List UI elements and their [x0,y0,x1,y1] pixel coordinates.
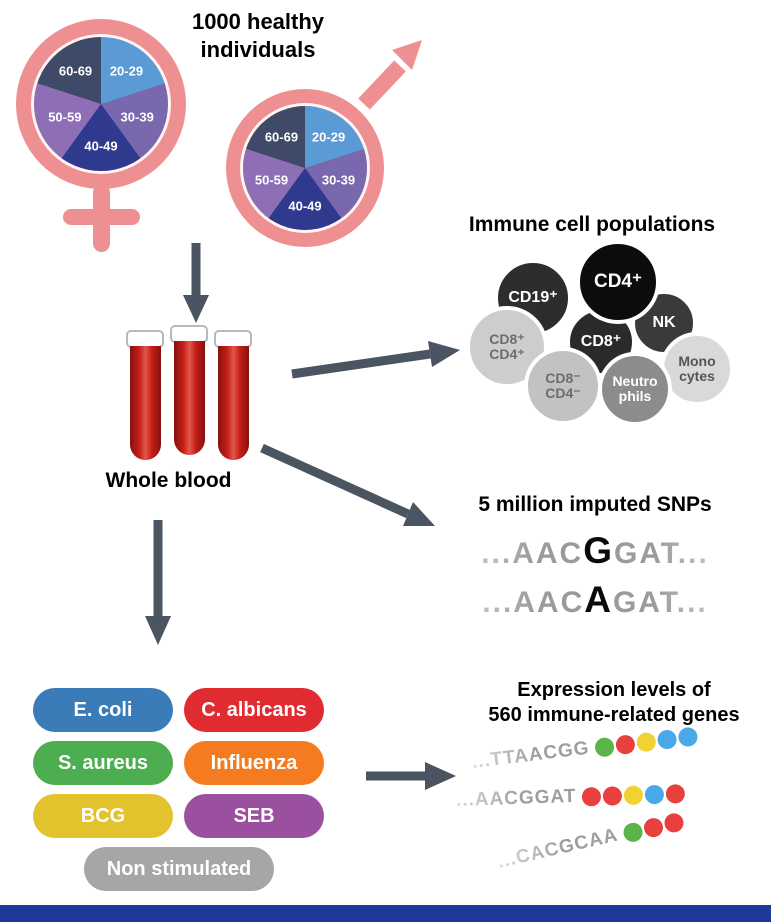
expression-title-line2: 560 immune-related genes [488,704,740,726]
expression-bead [656,728,678,750]
expression-title: Expression levels of 560 immune-related … [459,678,769,728]
female-symbol-ring: 20-29 30-39 40-49 50-59 60-69 [16,19,186,189]
pie-label-40-49: 40-49 [288,198,322,214]
snps-title: 5 million imputed SNPs [478,493,712,516]
cell-label: Mono [678,352,716,369]
expression-bead [635,730,658,753]
pie-label-50-59: 50-59 [48,109,82,125]
cell-label: NK [652,314,676,332]
stimulus-bcg: BCG [33,794,173,838]
blood-tube [126,330,164,468]
stimulus-influenza: Influenza [184,741,324,785]
whole-blood-label: Whole blood [105,469,232,492]
snp-sequence-alt: ...AACAGAT... [482,579,708,620]
expression-bead [603,785,623,806]
gene-sequence: ...TTAACGG [470,737,591,773]
cell-label: CD8⁻ [545,369,581,386]
expression-bead [582,786,602,807]
male-symbol-ring: 20-29 30-39 40-49 50-59 60-69 [226,89,384,247]
stimulus-saureus: S. aureus [33,741,173,785]
immune-cell-cd8neg-cd4neg: CD8⁻CD4⁻ [524,347,602,425]
female-age-pie-chart: 20-29 30-39 40-49 50-59 60-69 [34,37,168,171]
expression-bead [645,784,665,804]
expression-bead [677,725,699,748]
male-age-pie-chart: 20-29 30-39 40-49 50-59 60-69 [243,106,367,230]
arrow-blood-to-snps [256,443,456,549]
cell-label: CD4⁺ [489,346,525,362]
cell-label: CD8⁺ [489,330,525,347]
immune-cell-cd4: CD4⁺ [576,240,660,324]
snp-sequences: ...AACGGAT... ...AACAGAT... [430,528,760,626]
expression-bead [594,736,616,758]
blood-tube [170,325,208,463]
expression-bead [624,784,644,805]
gene-expression-row: ...TTAACGG [471,724,699,774]
stimulus-label: BCG [80,804,126,827]
gene-sequence: ...AACGGAT [455,785,577,811]
blood-tube [214,330,252,468]
female-symbol-crossbar [63,209,140,225]
cell-label: phils [618,388,652,404]
expression-title-line1: Expression levels of [517,679,711,701]
gene-expression-row: ...CACGCAA [496,810,686,874]
arrow-cohort-to-blood [180,243,212,330]
stimulus-label: SEB [233,804,275,827]
stimulus-label: S. aureus [57,751,149,774]
stimulus-label: Influenza [210,751,298,774]
arrow-blood-to-stimuli [142,520,174,653]
stimulus-seb: SEB [184,794,324,838]
cohort-title: 1000 healthy individuals [191,9,325,62]
male-symbol-arrow [352,28,432,114]
snp-variant-letter: G [583,530,614,571]
pie-label-20-29: 20-29 [311,129,346,145]
stimulus-label: E. coli [73,698,133,721]
tube-blood [217,346,249,460]
snp-variant-letter: A [584,579,613,620]
footer-bar [0,905,771,922]
gene-expression-row: ...AACGGAT [456,782,686,812]
pie-label-30-39: 30-39 [120,109,154,125]
pie-label-60-69: 60-69 [264,129,299,145]
expression-bead [621,820,645,844]
tube-blood [173,341,205,455]
cell-label: CD4⁺ [593,270,643,292]
expression-bead [666,783,686,804]
stimulus-calbicans: C. albicans [184,688,324,732]
cell-label: CD8⁺ [580,333,622,351]
arrow-stimuli-to-expression [364,758,460,799]
snp-sequence-ref: ...AACGGAT... [481,530,709,571]
cell-label: CD19⁺ [508,289,558,307]
arrow-blood-to-cells [288,334,463,387]
cell-label: cytes [679,368,715,384]
stimulus-ecoli: E. coli [33,688,173,732]
pie-label-20-29: 20-29 [109,63,144,78]
pie-label-30-39: 30-39 [321,172,356,188]
pie-label-40-49: 40-49 [84,138,118,154]
stimulus-label: Non stimulated [106,857,252,880]
expression-bead [641,815,665,839]
expression-bead [662,811,686,834]
cell-label: Neutro [612,372,658,389]
tube-blood [129,346,161,460]
gene-sequence: ...CACGCAA [495,824,621,873]
expression-bead [615,733,637,755]
pie-label-50-59: 50-59 [254,172,289,188]
stimulus-label: C. albicans [201,698,307,721]
cell-label: CD4⁻ [545,385,581,401]
pie-label-60-69: 60-69 [58,63,93,78]
stimulus-nonstim: Non stimulated [84,847,274,891]
immune-populations-title: Immune cell populations [468,213,716,236]
